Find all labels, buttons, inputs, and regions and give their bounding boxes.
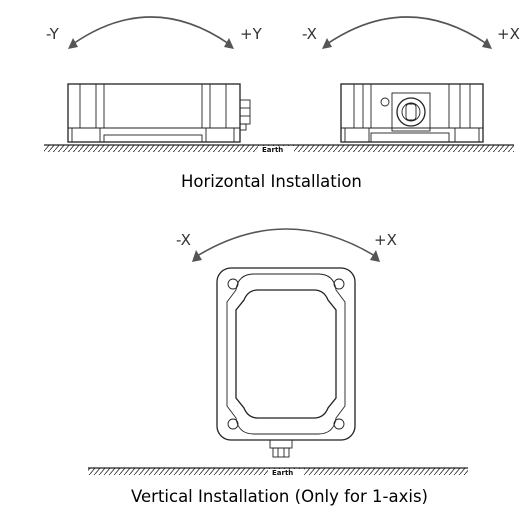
sensor-side-view-y xyxy=(67,83,251,143)
axis-label-plus-x-top: +X xyxy=(497,25,520,43)
arrowhead-plus-y xyxy=(224,38,234,49)
arrowhead-minus-y xyxy=(68,38,78,49)
mounting-hole-bottom-right xyxy=(333,418,345,430)
mounting-hole-top-left xyxy=(227,278,239,290)
arrowhead-minus-x-top xyxy=(322,38,332,49)
ground-label-vertical: Earth xyxy=(272,469,293,477)
caption-horizontal: Horizontal Installation xyxy=(181,172,362,191)
axis-label-minus-x-top: -X xyxy=(302,25,317,43)
rotation-arc-y xyxy=(72,16,230,45)
mounting-hole-top-right xyxy=(333,278,345,290)
arrowhead-plus-x-top xyxy=(482,38,492,49)
axis-label-minus-y: -Y xyxy=(46,25,60,43)
mounting-hole-bottom-left xyxy=(227,418,239,430)
sensor-front-view xyxy=(216,267,356,458)
ground-horizontal: Earth xyxy=(44,144,514,154)
ground-label-horizontal: Earth xyxy=(262,146,283,154)
caption-vertical: Vertical Installation (Only for 1-axis) xyxy=(131,487,428,506)
arrowhead-plus-x-vertical xyxy=(370,250,380,262)
arrowhead-minus-x-vertical xyxy=(192,250,202,262)
rotation-arc-x-vertical xyxy=(196,228,376,257)
sensor-end-view-x xyxy=(340,83,484,143)
rotation-arc-x-top xyxy=(326,16,488,45)
horizontal-left-view: -Y +Y xyxy=(46,16,263,143)
vertical-view: -X +X xyxy=(176,228,397,458)
axis-label-plus-y: +Y xyxy=(240,25,263,43)
ground-vertical: Earth xyxy=(88,467,468,477)
axis-label-plus-x-vertical: +X xyxy=(374,231,397,249)
horizontal-right-view: -X +X xyxy=(302,16,520,143)
axis-label-minus-x-vertical: -X xyxy=(176,231,191,249)
